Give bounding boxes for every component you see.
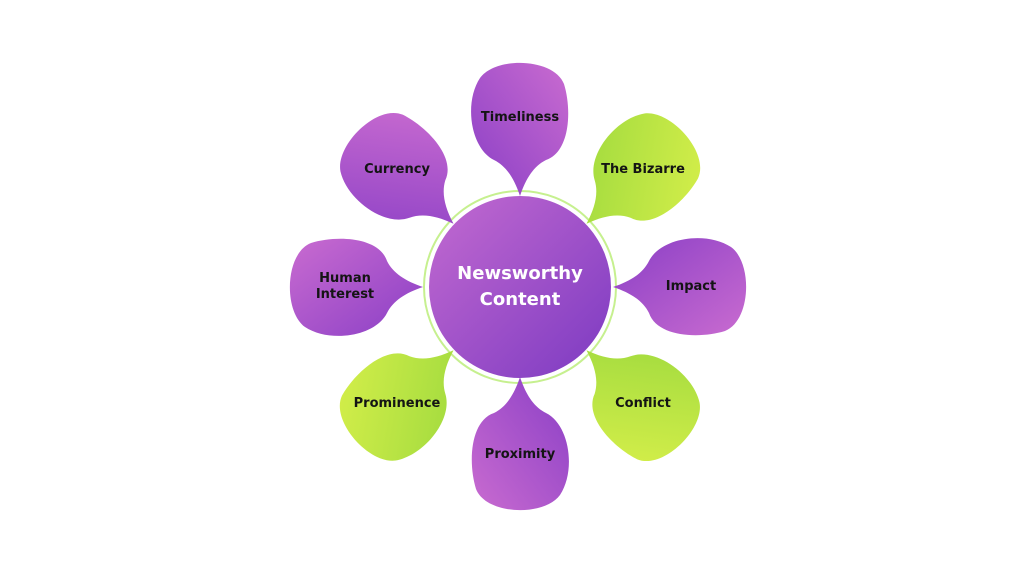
petal-conflict [586,350,700,462]
petal-label: Timeliness [480,110,560,125]
petal-proximity [471,377,569,511]
petal-label: Impact [665,279,717,294]
petal-label: Currency [364,162,430,177]
petal-currency [340,112,454,224]
center-title: Newsworthy Content [457,263,583,310]
center-circle [429,196,611,378]
petal-prominence [339,350,454,461]
petal-label: Proximity [484,447,556,462]
petal-human-interest [289,238,423,336]
petal-label: The Bizarre [601,162,685,177]
petal-group [289,62,747,511]
petal-label: Prominence [353,396,441,411]
petal-label: Human Interest [315,271,375,302]
petal-impact [613,238,747,336]
petal-timeliness [471,62,569,196]
petal-label: Conflict [615,396,671,411]
petal-the-bizarre [586,113,701,224]
